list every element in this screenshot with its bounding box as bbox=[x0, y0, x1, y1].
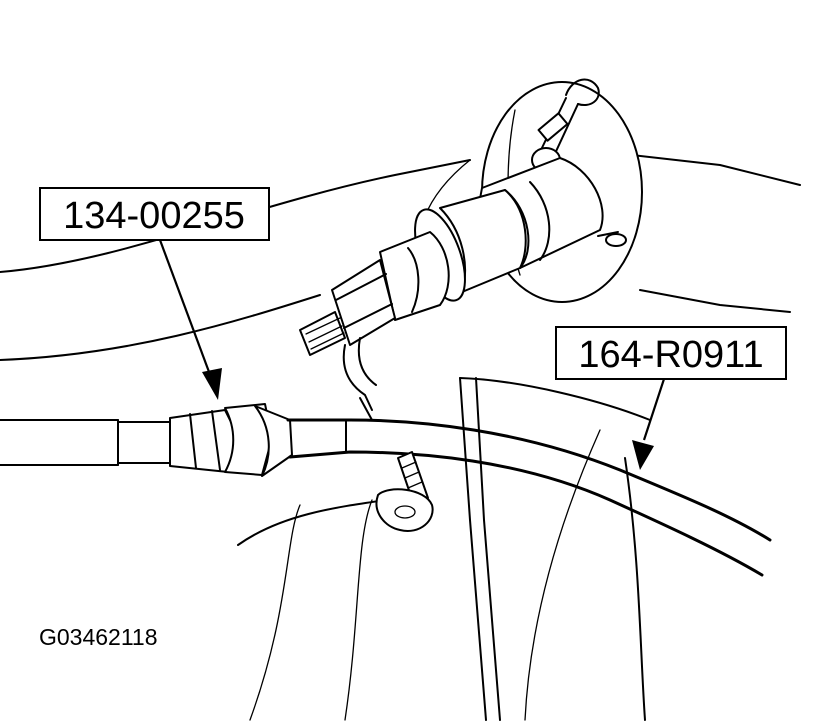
tube-nut bbox=[224, 403, 273, 476]
arrowhead-left bbox=[202, 368, 222, 400]
connector-body bbox=[299, 157, 604, 356]
figure-code: G03462118 bbox=[39, 624, 158, 650]
flexible-hose bbox=[286, 397, 772, 577]
leader-line-right bbox=[642, 378, 666, 441]
callout-box-right bbox=[555, 326, 787, 380]
callout-box-left bbox=[39, 187, 270, 241]
mounting-bolt bbox=[375, 451, 434, 532]
callout-label-right: 164-R0911 bbox=[578, 334, 763, 376]
retaining-clip bbox=[375, 488, 434, 532]
callout-134-00255: 134-00255 bbox=[39, 187, 270, 400]
arrowhead-right bbox=[632, 440, 654, 470]
left-line-fitting bbox=[0, 403, 293, 477]
leader-line-left bbox=[158, 239, 214, 381]
flange-stud bbox=[605, 233, 627, 247]
callout-164-R0911: 164-R0911 bbox=[555, 326, 787, 470]
callout-label-left: 134-00255 bbox=[63, 195, 245, 237]
support-bracket bbox=[342, 337, 377, 411]
